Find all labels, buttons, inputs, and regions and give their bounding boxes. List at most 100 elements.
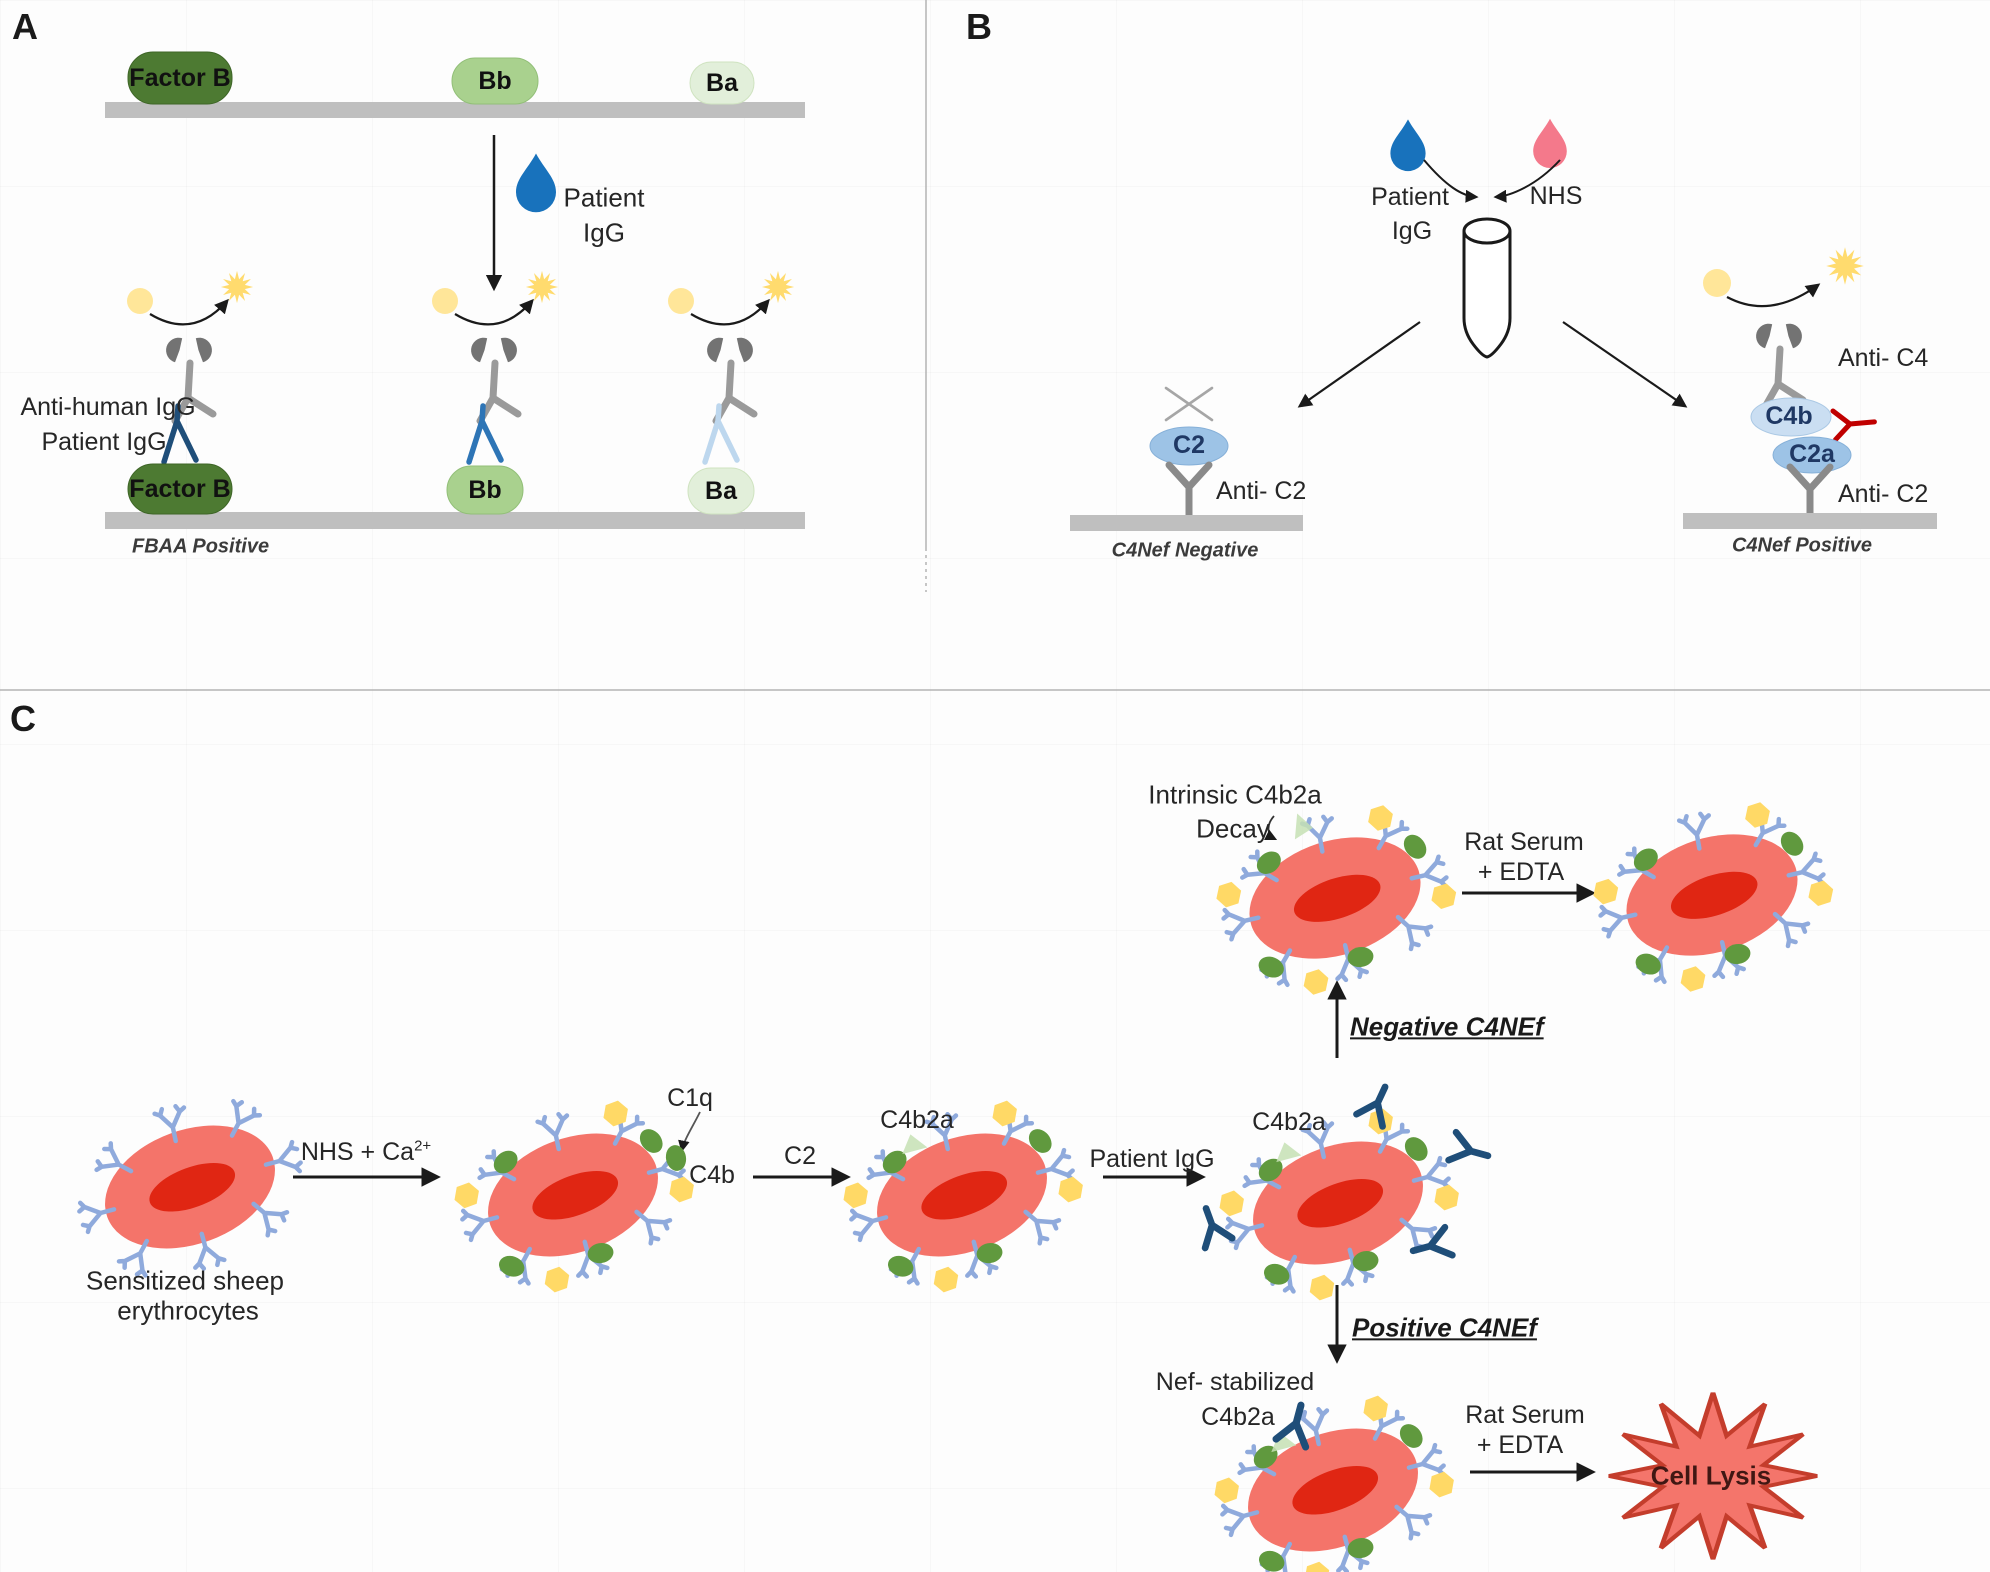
anti-c4-conjugate-icon xyxy=(1754,323,1805,407)
intact-erythrocyte-cell xyxy=(1577,779,1849,1011)
branch-arrow-positive xyxy=(1562,321,1688,408)
conversion-arrow xyxy=(454,298,534,326)
c2-label: C2 xyxy=(1173,430,1205,459)
branch-arrow-negative xyxy=(1297,321,1421,408)
ba-pill-top xyxy=(689,61,755,105)
no-binding-x-icon xyxy=(1164,386,1214,422)
c1q-label: C1q xyxy=(667,1083,713,1112)
anti-human-igg-conjugate-icon xyxy=(469,337,520,421)
free-patient-igg-icon xyxy=(1449,1132,1492,1169)
nef-stabilized-cell xyxy=(1197,1371,1472,1572)
factor-b-pill-label-top: Factor B xyxy=(129,63,231,92)
bb-pill-top xyxy=(451,57,539,105)
c4nef-autoantibody-icon xyxy=(1833,408,1876,440)
factor-b-pill-bottom xyxy=(127,463,233,515)
sensitized-sheep-label-line1: Sensitized sheep xyxy=(85,1265,285,1296)
c4nef-positive-caption: C4Nef Positive xyxy=(1731,534,1873,557)
patient-igg-antibody-icon xyxy=(469,406,501,462)
mixing-tube-icon xyxy=(1462,217,1512,359)
plate-bar-negative xyxy=(1070,515,1303,531)
cell-lysis-label: Cell Lysis xyxy=(1650,1460,1772,1491)
signal-burst-icon xyxy=(1826,247,1864,285)
negative-c4nef-branch-label: Negative C4NEf xyxy=(1350,1011,1544,1042)
c4b2a-right-label: C4b2a xyxy=(1252,1107,1326,1136)
decay-curl-arrow xyxy=(1264,815,1278,841)
decayed-convertase-cell xyxy=(1200,782,1472,1014)
pour-arrow-left xyxy=(1423,159,1479,203)
signal-burst-icon xyxy=(525,270,559,304)
panel-a-graphics xyxy=(105,51,805,529)
patient-igg-droplet-icon xyxy=(1390,119,1426,172)
c4b-step-label: C4b xyxy=(689,1160,735,1189)
conversion-arrow xyxy=(690,298,770,326)
patient-igg-droplet-icon xyxy=(516,153,556,213)
ba-pill-label-top: Ba xyxy=(706,68,738,97)
anti-human-igg-label: Anti-human IgG xyxy=(20,392,196,421)
patient-igg-label: Patient IgG xyxy=(41,427,167,456)
rat-serum-top-label-line2: + EDTA xyxy=(1477,857,1565,886)
nef-stabilized-label-line1: Nef- stabilized xyxy=(1155,1367,1315,1396)
patient-drop-label-line2: IgG xyxy=(1391,216,1433,245)
factor-b-pill-top xyxy=(127,51,233,105)
c1q-pointer-arrow xyxy=(678,1111,701,1153)
c4b2a-erythrocyte-cell xyxy=(826,1076,1101,1314)
rat-serum-bottom-label-line1: Rat Serum xyxy=(1465,1400,1585,1429)
c2-ellipse xyxy=(1149,426,1229,466)
patient-igg-drop-label-line1: Patient xyxy=(563,182,645,213)
c4b-coated-erythrocyte-cell xyxy=(437,1076,712,1314)
bb-pill-bottom xyxy=(446,465,524,515)
c4nef-negative-assay xyxy=(1070,386,1303,531)
substrate-icon xyxy=(668,288,694,314)
conversion-arrow xyxy=(1726,283,1821,308)
substrate-icon xyxy=(1703,269,1731,297)
fbaa-caption: FBAA Positive xyxy=(132,535,270,558)
convertase-triangle-icon xyxy=(1271,1138,1302,1163)
positive-c4nef-branch-label: Positive C4NEf xyxy=(1352,1312,1537,1343)
decay-triangle-icon xyxy=(1294,813,1315,841)
c4b-label: C4b xyxy=(1765,401,1813,430)
elisa-plate-bar-top xyxy=(105,102,805,118)
anti-c2-label-negative: Anti- C2 xyxy=(1216,476,1307,505)
plate-bar-positive xyxy=(1683,513,1937,529)
nhs-ca-step-label: NHS + Ca2+ xyxy=(300,1137,432,1167)
bb-pill-label-bottom: Bb xyxy=(468,475,502,504)
anti-c2-antibody-icon xyxy=(1169,465,1209,521)
c4b-molecule-icon xyxy=(663,1143,689,1173)
igg-incubated-erythrocyte-cell xyxy=(1193,1081,1492,1322)
anti-human-igg-conjugate-icon xyxy=(705,337,756,421)
fbaa-unit-ba xyxy=(668,270,795,515)
substrate-icon xyxy=(432,288,458,314)
fbaa-unit-factor-b xyxy=(127,270,254,515)
ca-superscript: 2+ xyxy=(414,1137,432,1155)
nef-stabilized-label-line2: C4b2a xyxy=(1201,1402,1275,1431)
panel-dividers xyxy=(0,0,1990,691)
c2-step-label: C2 xyxy=(784,1141,816,1170)
intrinsic-decay-label-line1: Intrinsic C4b2a xyxy=(1148,779,1322,810)
factor-b-pill-label-bottom: Factor B xyxy=(129,474,231,503)
signal-burst-icon xyxy=(220,270,254,304)
rat-serum-bottom-label-line2: + EDTA xyxy=(1476,1430,1564,1459)
bb-pill-label-top: Bb xyxy=(478,66,512,95)
c2a-label: C2a xyxy=(1789,439,1835,468)
patient-drop-label-line1: Patient xyxy=(1371,182,1449,211)
c4nef-positive-assay xyxy=(1683,247,1937,529)
elisa-plate-bar-bottom xyxy=(105,512,805,529)
rat-serum-top-label-line1: Rat Serum xyxy=(1464,827,1584,856)
c4nef-negative-caption: C4Nef Negative xyxy=(1111,539,1259,562)
nhs-droplet-icon xyxy=(1533,118,1567,169)
nhs-ca-text: NHS + Ca xyxy=(300,1138,415,1167)
anti-c2-label-positive: Anti- C2 xyxy=(1838,479,1929,508)
substrate-icon xyxy=(127,288,153,314)
panel-c-graphics xyxy=(54,779,1850,1572)
panel-c-letter: C xyxy=(10,698,36,739)
c4b-ellipse xyxy=(1750,397,1832,437)
panel-a-letter: A xyxy=(12,6,38,47)
ba-pill-label-bottom: Ba xyxy=(705,476,737,505)
signal-burst-icon xyxy=(761,270,795,304)
panel-b-graphics xyxy=(1070,118,1937,531)
sensitized-sheep-label-line2: erythrocytes xyxy=(117,1295,259,1326)
c4b2a-mid-label: C4b2a xyxy=(880,1105,954,1134)
conversion-arrow xyxy=(149,298,229,326)
